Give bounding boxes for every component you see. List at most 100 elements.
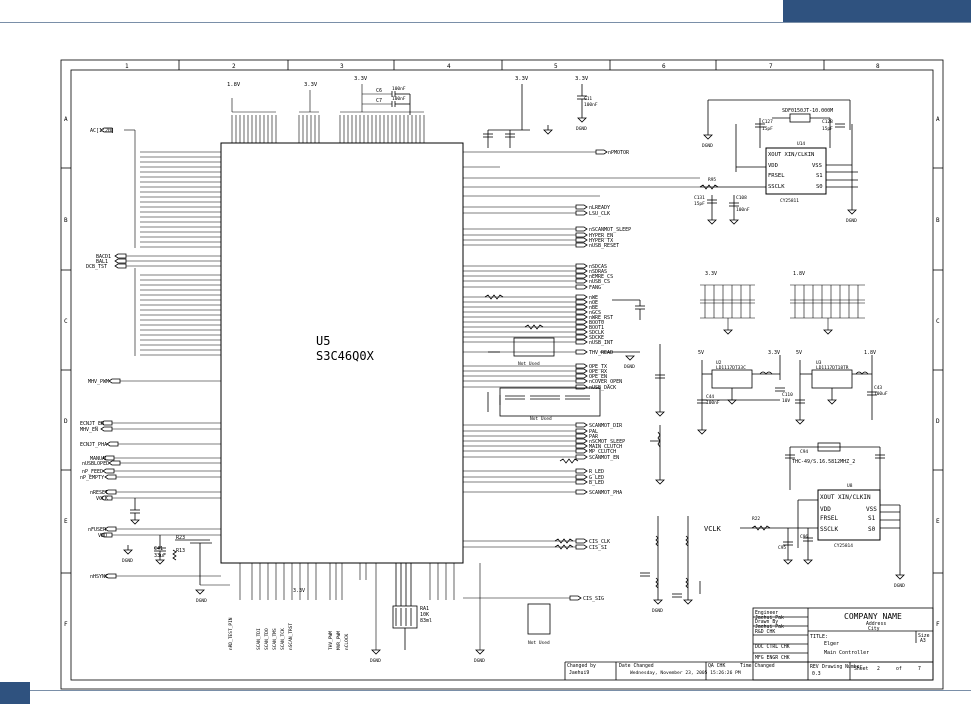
net-sdclk: SDCLK bbox=[589, 330, 604, 336]
gnd-label-5: DGND bbox=[576, 126, 587, 132]
net-nwre-rst: nWRE_RST bbox=[589, 315, 613, 321]
tb-changed-by: Jaehui9 bbox=[569, 670, 589, 676]
net-b-led: B_LED bbox=[589, 480, 604, 486]
gnd-label-2: DGND bbox=[196, 598, 207, 604]
clock-gen-bottom bbox=[740, 442, 901, 575]
cap-c95-ref: C95 bbox=[778, 545, 786, 551]
net-ngcs: nGCS bbox=[589, 310, 601, 316]
cap-c108-ref: C108 bbox=[736, 195, 747, 201]
tb-company: COMPANY NAME bbox=[844, 612, 902, 621]
net-g-led: G_LED bbox=[589, 475, 604, 481]
cap-c131-value: 15pF bbox=[694, 201, 705, 207]
decap-1v8-rail: 1.8V bbox=[793, 271, 805, 277]
cap-c6-c7 bbox=[391, 91, 411, 115]
net-nusbloped: nUSBLOPED bbox=[82, 461, 109, 467]
net-ope-tx: OPE_TX bbox=[589, 364, 607, 370]
net-ncover-open: nCOVER_OPEN bbox=[589, 379, 622, 385]
tb-drawn-by-label: Drawn By bbox=[755, 619, 778, 625]
cap-c11-ref: C11 bbox=[584, 96, 592, 102]
xtal-bottom-part: THC-49/S.16.5812MHZ_2 bbox=[792, 459, 855, 465]
gnd-label-6: DGND bbox=[702, 143, 713, 149]
tb-engineer-label: Engineer bbox=[755, 610, 778, 616]
reg-5v-b: 5V bbox=[796, 350, 802, 356]
col-label-7: 7 bbox=[769, 63, 773, 70]
net-noe: nOE bbox=[589, 300, 598, 306]
cap-c6-ref: C6 bbox=[376, 88, 382, 94]
reg-1v8-out: 1.8V bbox=[864, 350, 876, 356]
row-label-b-right: B bbox=[936, 217, 940, 224]
tb-subtitle: Main Controller bbox=[824, 650, 869, 656]
net-np-empty: nP_EMPTY bbox=[80, 475, 104, 481]
cap-c44-ref: C44 bbox=[706, 394, 714, 400]
ldo-u3 bbox=[811, 369, 853, 389]
not-used-label-1: Not Used bbox=[518, 361, 540, 367]
cap-c43-value: 100uF bbox=[874, 391, 888, 397]
net-cis-sig: CIS_SIG bbox=[583, 596, 604, 602]
rail-3v3-top-b: 3.3V bbox=[354, 76, 368, 82]
clock-top-pin-vss: VSS bbox=[812, 163, 822, 169]
tb-mfg-eng: MFG ENGR CHK bbox=[755, 655, 790, 661]
net-lsu-clk: LSU_CLK bbox=[589, 211, 610, 217]
left-passives bbox=[127, 498, 212, 585]
net-cis-clk: CIS_CLK bbox=[589, 539, 610, 545]
cap-c128-value: 15pF bbox=[822, 126, 833, 132]
cap-c108-value: 100nF bbox=[736, 207, 750, 213]
net-vclk-left: VCLK bbox=[96, 496, 108, 502]
net-boot1: BOOT1 bbox=[589, 325, 604, 331]
cap-c41-value: 33uF bbox=[154, 553, 166, 559]
row-label-e-right: E bbox=[936, 518, 940, 525]
net-scan-tms: SCAN_TMS bbox=[272, 628, 278, 650]
net-nreset: nRESET bbox=[90, 490, 108, 496]
ra1-ref: RA1 bbox=[420, 606, 429, 612]
gnd-label-7: DGND bbox=[846, 218, 857, 224]
row-label-b: B bbox=[64, 217, 68, 224]
res-r13-ref: R13 bbox=[176, 548, 185, 554]
net-hyper-en: HYPER_EN bbox=[589, 233, 613, 239]
clock-bottom-pin-xout: XOUT XIN/CLKIN bbox=[820, 494, 871, 501]
net-vdd-left: VDD bbox=[98, 533, 107, 539]
footer-rule bbox=[0, 690, 971, 691]
row-label-a: A bbox=[64, 116, 68, 123]
net-nscanmot-sleep: nSCANMOT_SLEEP bbox=[589, 227, 631, 233]
cap-c110-ref: C110 bbox=[782, 392, 793, 398]
clock-bottom-pin-ssclk: SSCLK bbox=[820, 526, 838, 533]
tb-changed-by-label: Changed by bbox=[567, 663, 596, 669]
clock-bottom-pin-vdd: VDD bbox=[820, 506, 831, 513]
cap-c41-ref: C41 bbox=[154, 546, 163, 552]
clock-bottom-pin-s1: S1 bbox=[868, 515, 876, 522]
res-r23-ref: R23 bbox=[176, 535, 185, 541]
net-mp-clutch: MP_CLUTCH bbox=[589, 449, 616, 455]
net-thv-read: THV_READ bbox=[589, 350, 613, 356]
u5-part: S3C46Q0X bbox=[316, 349, 375, 363]
cap-c107-c41 bbox=[483, 84, 587, 148]
net-ope-rx: OPE_RX bbox=[589, 369, 607, 375]
col-label-6: 6 bbox=[662, 63, 666, 70]
row-label-c-right: C bbox=[936, 318, 940, 325]
decoupling-3v3 bbox=[700, 284, 755, 330]
not-used-label-3: Not Used bbox=[528, 640, 550, 646]
net-bal1: BAL1 bbox=[96, 259, 108, 265]
clock-top-part: CY25811 bbox=[780, 198, 799, 204]
tb-doc-ctrl: DOC CTRL CHK bbox=[755, 644, 790, 650]
col-label-1: 1 bbox=[125, 63, 129, 70]
clock-top-pin-s1: S1 bbox=[816, 173, 823, 179]
clock-top-pin-xout: XOUT XIN/CLKIN bbox=[768, 152, 814, 158]
net-manual: MANUAL bbox=[90, 456, 108, 462]
gnd-label-8: DGND bbox=[624, 364, 635, 370]
net-sdcke: SDCKE bbox=[589, 335, 604, 341]
col-label-8: 8 bbox=[876, 63, 880, 70]
net-mvr-pwm: MVR_PWM bbox=[336, 631, 342, 650]
rail-3v3-top-c: 3.3V bbox=[515, 76, 529, 82]
net-cis-si: CIS_SI bbox=[589, 545, 607, 551]
tb-title-value: Elger bbox=[824, 641, 839, 647]
clock-top-pin-ssclk: SSCLK bbox=[768, 184, 785, 190]
clock-bottom-pin-frsel: FRSEL bbox=[820, 515, 838, 522]
col-label-2: 2 bbox=[232, 63, 236, 70]
res-r95-ref: R95 bbox=[708, 177, 716, 183]
net-vclk-right: VCLK bbox=[704, 525, 722, 533]
cap-c6-value: 100nF bbox=[392, 86, 406, 92]
tb-drawing-number-label: Drawing Number bbox=[822, 664, 863, 670]
column-ticks bbox=[178, 60, 825, 70]
gnd-label-1: DGND bbox=[122, 558, 133, 564]
